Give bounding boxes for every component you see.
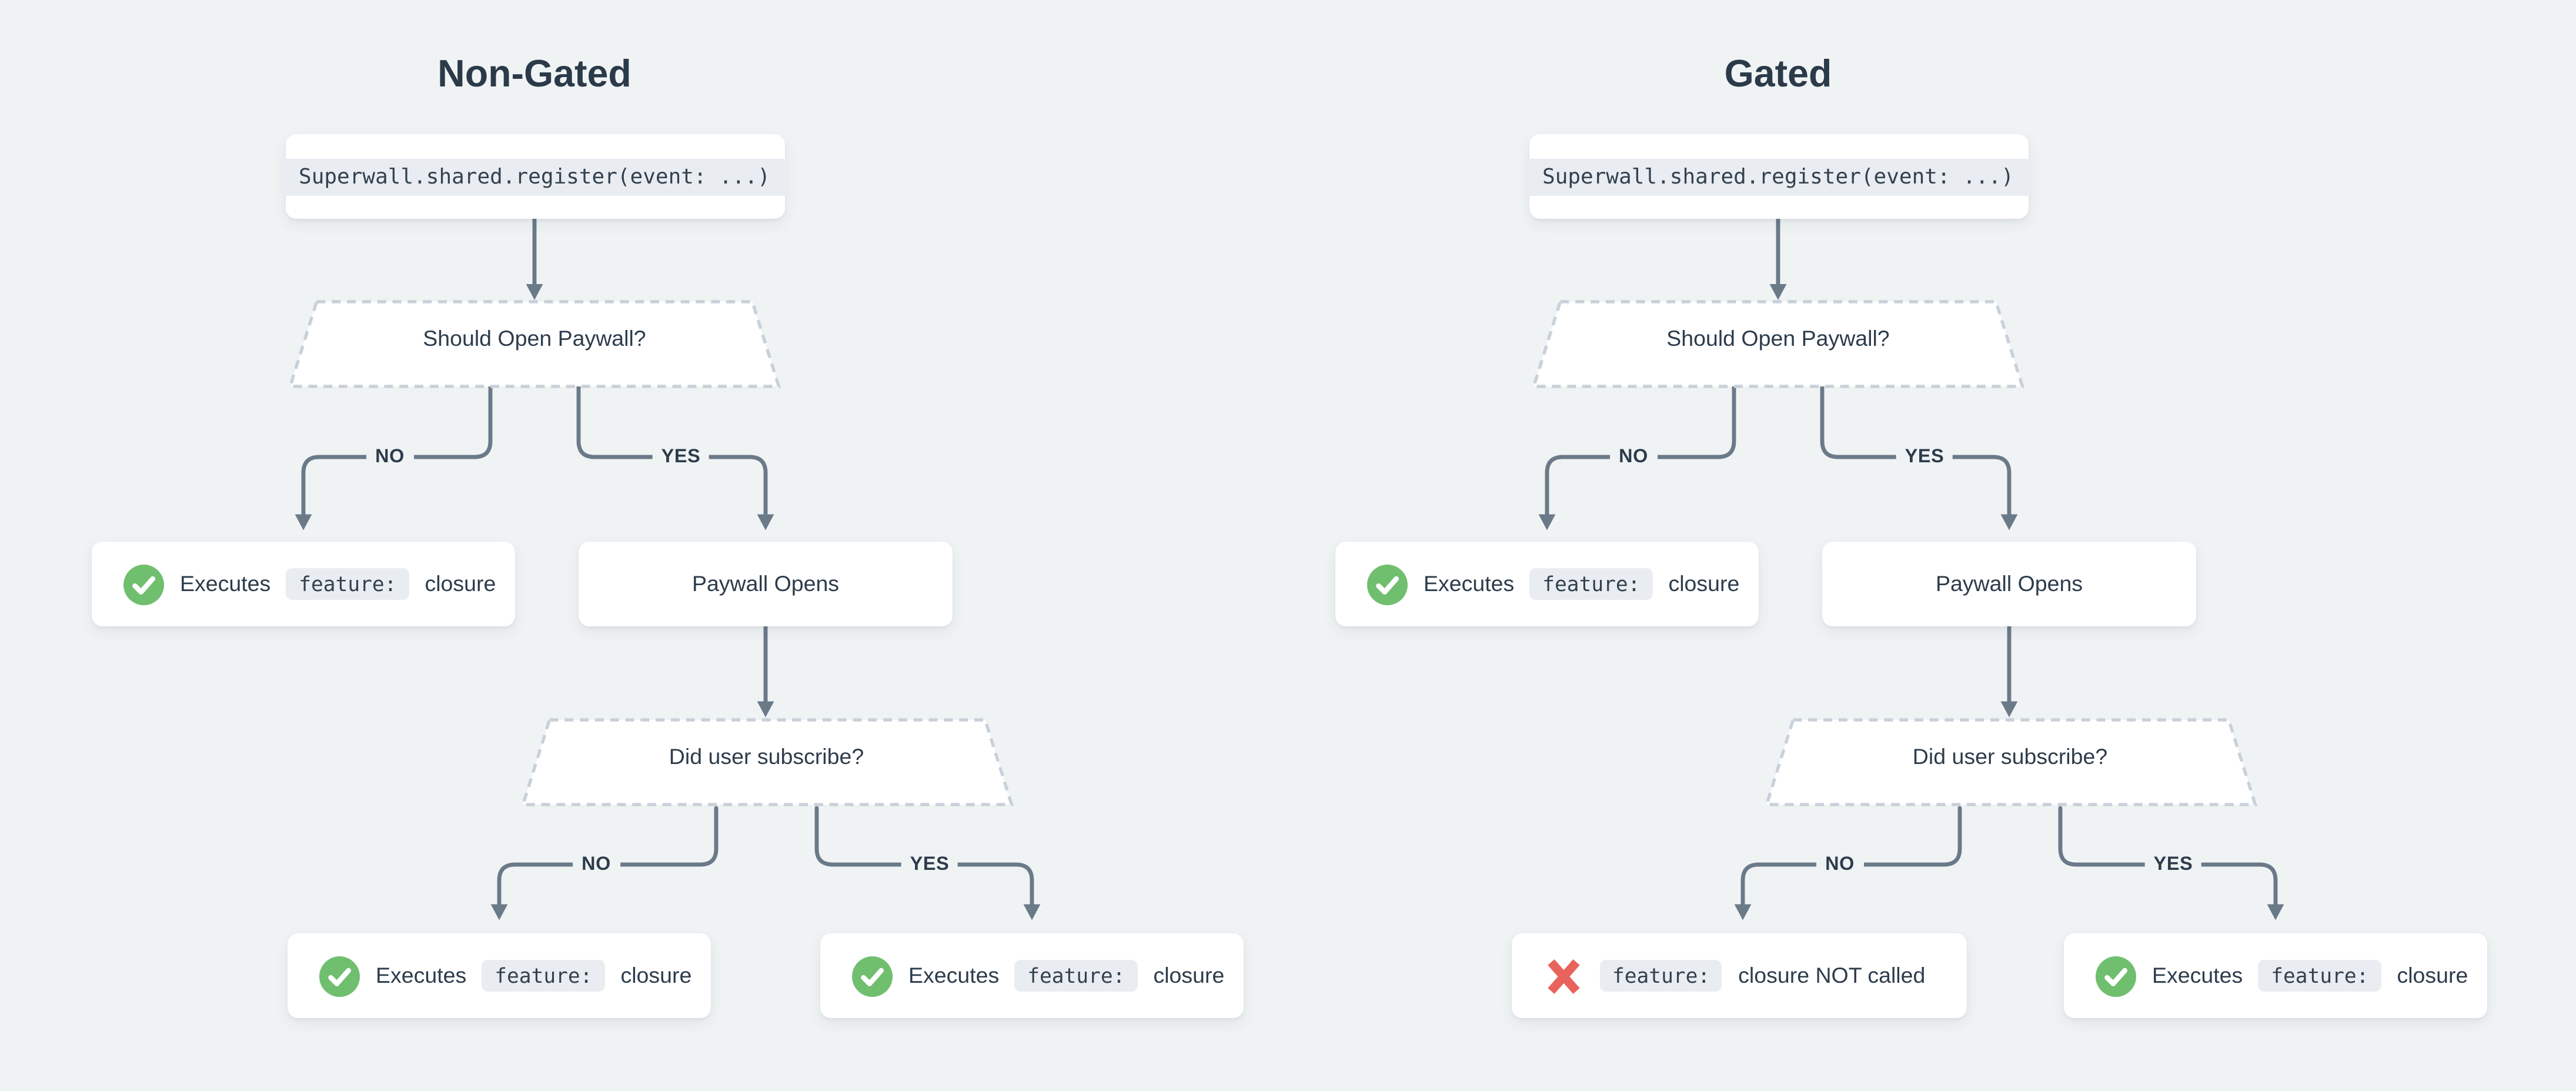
- decision-label: Did user subscribe?: [669, 743, 864, 769]
- register-event-node: Superwall.shared.register(event: ...): [281, 134, 788, 219]
- register-event-node: Superwall.shared.register(event: ...): [1525, 134, 2032, 219]
- edge-label-yes: YES: [652, 446, 710, 468]
- paywall-opens-node: Paywall Opens: [1822, 542, 2196, 626]
- result-suffix: closure: [425, 572, 496, 596]
- register-code-chip: Superwall.shared.register(event: ...): [281, 158, 788, 195]
- edge-label-no: NO: [1816, 854, 1863, 875]
- trapezoid-shape: [1531, 300, 2025, 388]
- result-prefix: Executes: [376, 963, 467, 988]
- paywall-opens-label: Paywall Opens: [1935, 572, 2083, 596]
- feature-code-chip: feature:: [1600, 960, 1723, 992]
- edge-label-no: NO: [573, 854, 620, 875]
- register-code-chip: Superwall.shared.register(event: ...): [1525, 158, 2032, 195]
- result-subscribed-node: Executes feature: closure: [820, 933, 1244, 1018]
- result-suffix: closure: [620, 963, 692, 988]
- paywall-opens-label: Paywall Opens: [691, 572, 840, 596]
- result-no-paywall-node: Executes feature: closure: [1335, 542, 1759, 626]
- result-suffix: closure: [2397, 963, 2468, 988]
- result-subscribed-node: Executes feature: closure: [2064, 933, 2487, 1018]
- decision-label: Did user subscribe?: [1912, 743, 2108, 769]
- decision-should-open-paywall: Should Open Paywall?: [277, 298, 792, 390]
- flow-title-gated: Gated: [1724, 53, 1832, 95]
- result-prefix: Executes: [180, 572, 271, 596]
- check-circle-icon: [1367, 563, 1408, 605]
- result-prefix: Executes: [1424, 572, 1515, 596]
- decision-label: Should Open Paywall?: [423, 325, 646, 351]
- result-no-paywall-node: Executes feature: closure: [92, 542, 515, 626]
- trapezoid-shape: [520, 718, 1013, 806]
- trapezoid-shape: [288, 300, 781, 388]
- decision-label: Should Open Paywall?: [1666, 325, 1890, 351]
- decision-should-open-paywall: Should Open Paywall?: [1521, 298, 2036, 390]
- result-not-subscribed-node: feature: closure NOT called: [1512, 933, 1967, 1018]
- edge-label-no: NO: [366, 446, 413, 468]
- paywall-opens-node: Paywall Opens: [579, 542, 953, 626]
- check-circle-icon: [123, 563, 164, 605]
- decision-did-user-subscribe: Did user subscribe?: [509, 716, 1024, 808]
- result-suffix: closure: [1153, 963, 1225, 988]
- edge-label-yes: YES: [901, 854, 958, 875]
- edge-label-yes: YES: [1896, 446, 1953, 468]
- check-circle-icon: [2096, 955, 2136, 996]
- result-prefix: Executes: [2152, 963, 2243, 988]
- cross-icon: [1548, 958, 1580, 993]
- edge-label-yes: YES: [2144, 854, 2202, 875]
- result-not-subscribed-node: Executes feature: closure: [288, 933, 711, 1018]
- check-circle-icon: [319, 955, 360, 996]
- flow-title-non-gated: Non-Gated: [437, 53, 632, 95]
- feature-code-chip: feature:: [2258, 960, 2381, 992]
- feature-code-chip: feature:: [286, 568, 409, 600]
- result-prefix: Executes: [908, 963, 1000, 988]
- feature-code-chip: feature:: [1530, 568, 1653, 600]
- feature-code-chip: feature:: [1015, 960, 1138, 992]
- trapezoid-shape: [1763, 718, 2257, 806]
- feature-code-chip: feature:: [482, 960, 605, 992]
- result-suffix: closure NOT called: [1738, 963, 1926, 988]
- check-circle-icon: [852, 955, 893, 996]
- result-suffix: closure: [1668, 572, 1740, 596]
- decision-did-user-subscribe: Did user subscribe?: [1753, 716, 2268, 808]
- edge-label-no: NO: [1610, 446, 1657, 468]
